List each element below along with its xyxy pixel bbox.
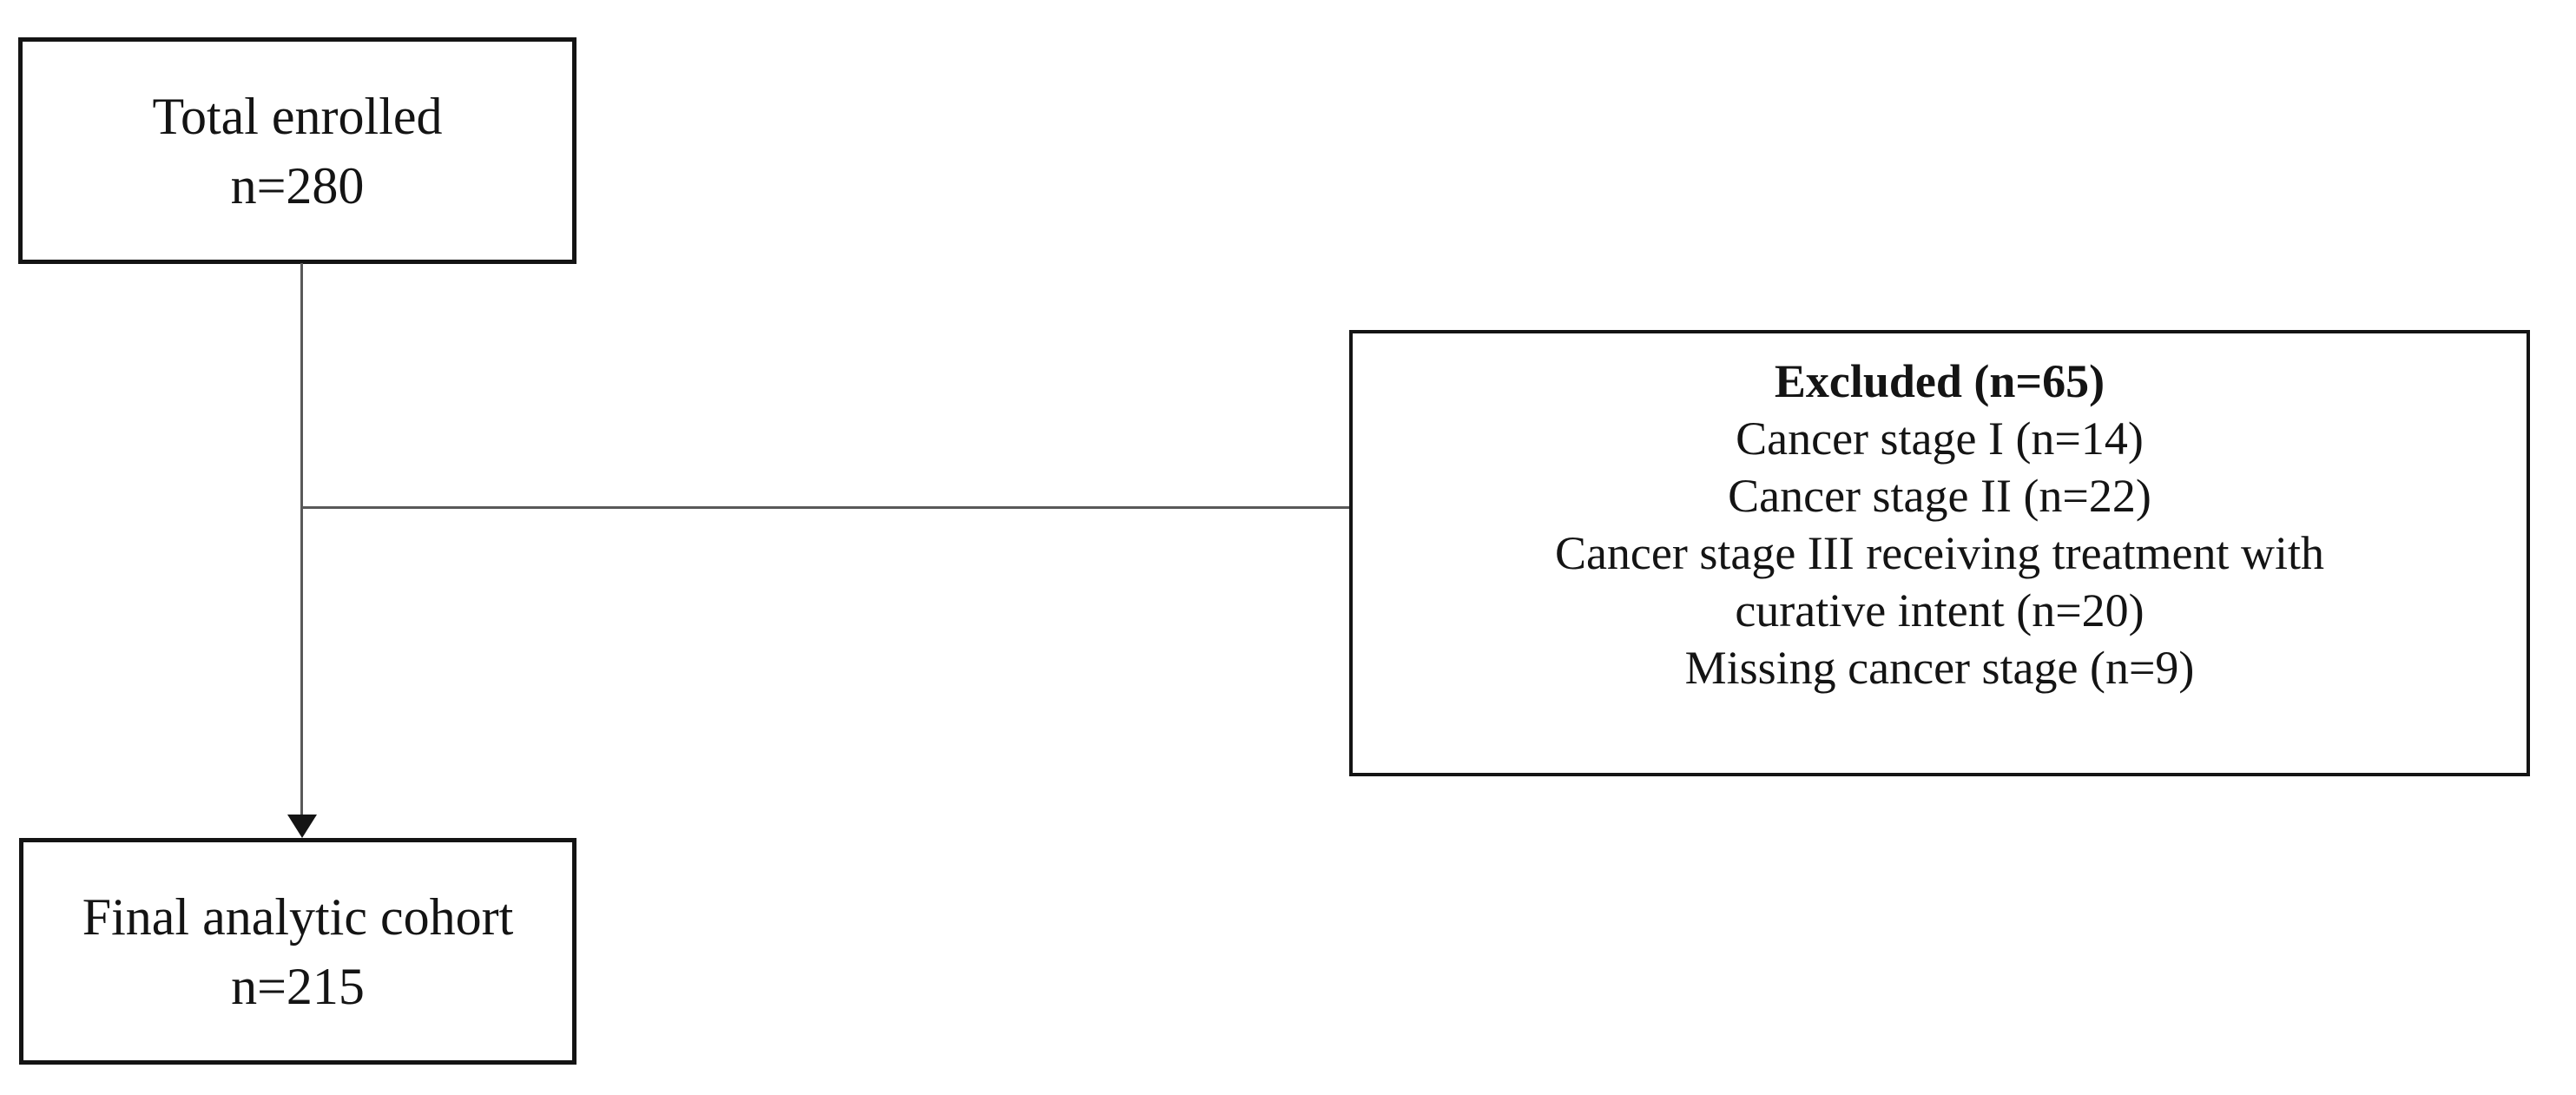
total-enrolled-box: Total enrolled n=280 xyxy=(18,37,576,264)
total-enrolled-count: n=280 xyxy=(230,156,365,214)
final-cohort-count: n=215 xyxy=(231,957,365,1015)
excluded-item-stage-1: Cancer stage I (n=14) xyxy=(1736,412,2144,465)
connector-horizontal-line xyxy=(303,506,1349,509)
excluded-box: Excluded (n=65) Cancer stage I (n=14) Ca… xyxy=(1349,330,2530,776)
excluded-item-stage-3-part-1: Cancer stage III receiving treatment wit… xyxy=(1554,527,2325,579)
total-enrolled-label: Total enrolled xyxy=(152,87,443,145)
final-cohort-box: Final analytic cohort n=215 xyxy=(19,838,576,1065)
excluded-item-stage-2: Cancer stage II (n=22) xyxy=(1728,470,2151,522)
final-cohort-label: Final analytic cohort xyxy=(82,887,514,946)
excluded-item-missing-stage: Missing cancer stage (n=9) xyxy=(1684,642,2195,694)
excluded-item-stage-3-part-2: curative intent (n=20) xyxy=(1735,584,2144,637)
connector-vertical-line xyxy=(300,263,303,816)
arrow-down-icon xyxy=(287,815,317,838)
excluded-title: Excluded (n=65) xyxy=(1774,355,2105,407)
